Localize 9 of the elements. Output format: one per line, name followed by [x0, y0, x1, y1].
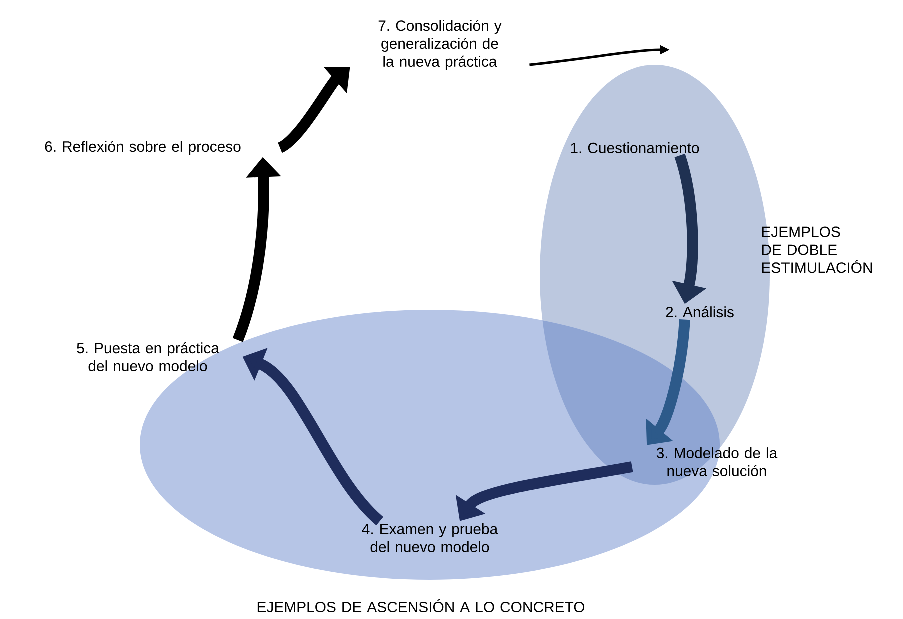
step-label: 7. Consolidación y generalización de la nueva práctica	[378, 20, 502, 70]
step-label: 6. Reflexión sobre el proceso	[45, 140, 241, 156]
step-label: 4. Examen y prueba del nuevo modelo	[362, 524, 498, 552]
region-label: EJEMPLOS DE ASCENSIÓN A LO CONCRETO	[258, 599, 585, 613]
step-label: 5. Puesta en práctica del nuevo modelo	[77, 342, 220, 372]
step-label: 1. Cuestionamiento	[571, 142, 700, 154]
step-label: 3. Modelado de la nueva solución	[656, 448, 778, 476]
region-label: EJEMPLOS DE DOBLE ESTIMULACIÓN	[762, 226, 872, 274]
step-label: 2. Análisis	[666, 306, 734, 318]
